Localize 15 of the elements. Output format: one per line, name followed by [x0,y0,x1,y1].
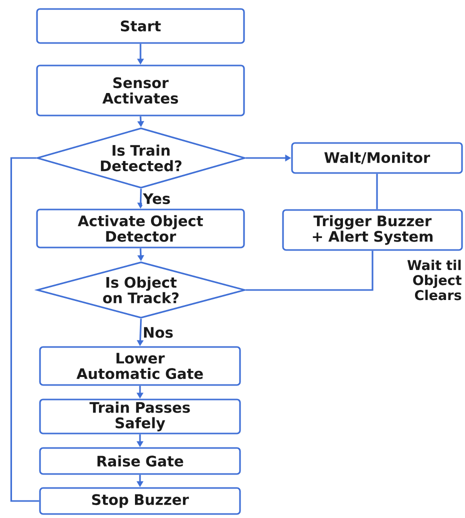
process-box: Sensor Activates [36,64,245,116]
connector-line [10,157,40,502]
edge-label: Wait til Object Clears [407,260,462,300]
edge-label: Nos [144,327,173,338]
process-box: Stop Buzzer [39,487,241,515]
process-box: Lower Automatic Gate [39,346,241,386]
process-box: Activate Object Detector [36,208,245,248]
connector-line [246,250,374,291]
process-box: Walt/Monitor [291,142,463,174]
connector-line [376,174,378,210]
edge-label: Yes [142,193,170,204]
process-box: Trigger Buzzer + Alert System [282,209,463,251]
start-box: Start [36,8,245,44]
process-box: Train Passes Safely [39,398,241,434]
process-box: Raise Gate [39,447,241,475]
